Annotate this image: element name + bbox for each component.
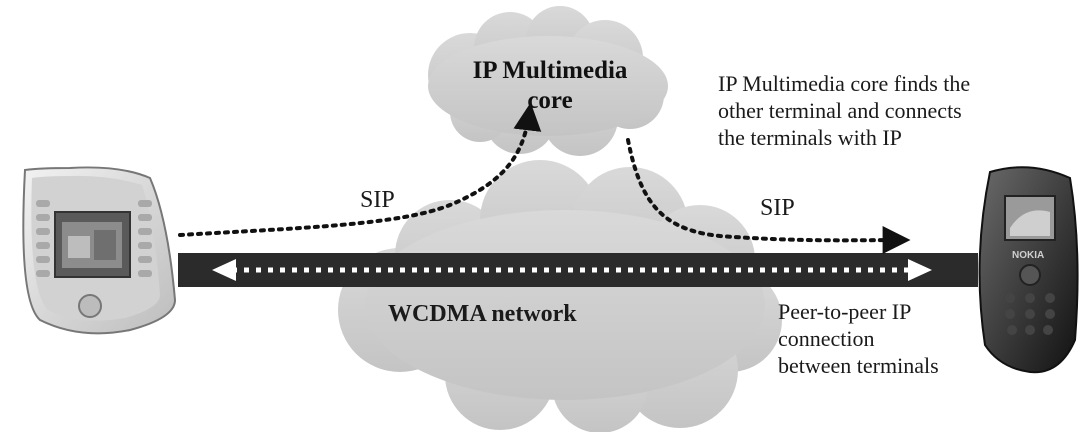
ims-note-line2: other terminal and connects: [718, 98, 962, 123]
right-phone-brand: NOKIA: [1012, 250, 1044, 261]
ims-core-label: IP Multimedia core: [440, 56, 660, 116]
p2p-arrow-right-head: [908, 259, 932, 281]
p2p-connection-bar: [178, 253, 978, 287]
right-phone-nav-key: [1019, 264, 1041, 286]
p2p-connection-note: Peer-to-peer IP connection between termi…: [778, 298, 1008, 379]
right-terminal-phone: NOKIA: [978, 166, 1079, 374]
sip-path-left: [178, 102, 542, 237]
left-phone-nav-key: [78, 294, 102, 318]
wcdma-network-label: WCDMA network: [388, 301, 577, 327]
ims-core-note: IP Multimedia core finds the other termi…: [718, 70, 1058, 151]
p2p-note-line1: Peer-to-peer IP: [778, 299, 912, 324]
sip-label-left: SIP: [360, 187, 395, 213]
ims-note-line1: IP Multimedia core finds the: [718, 71, 971, 96]
ims-core-label-line2: core: [527, 87, 573, 114]
p2p-note-line2: connection: [778, 326, 875, 351]
p2p-note-line3: between terminals: [778, 353, 939, 378]
ims-core-label-line1: IP Multimedia: [472, 57, 628, 84]
sip-path-right: [626, 138, 911, 255]
wcdma-network-cloud: [338, 160, 782, 432]
sip-label-right: SIP: [760, 195, 795, 221]
left-terminal-phone: [22, 166, 177, 335]
p2p-arrow-left-head: [212, 259, 236, 281]
ims-note-line3: the terminals with IP: [718, 125, 902, 150]
